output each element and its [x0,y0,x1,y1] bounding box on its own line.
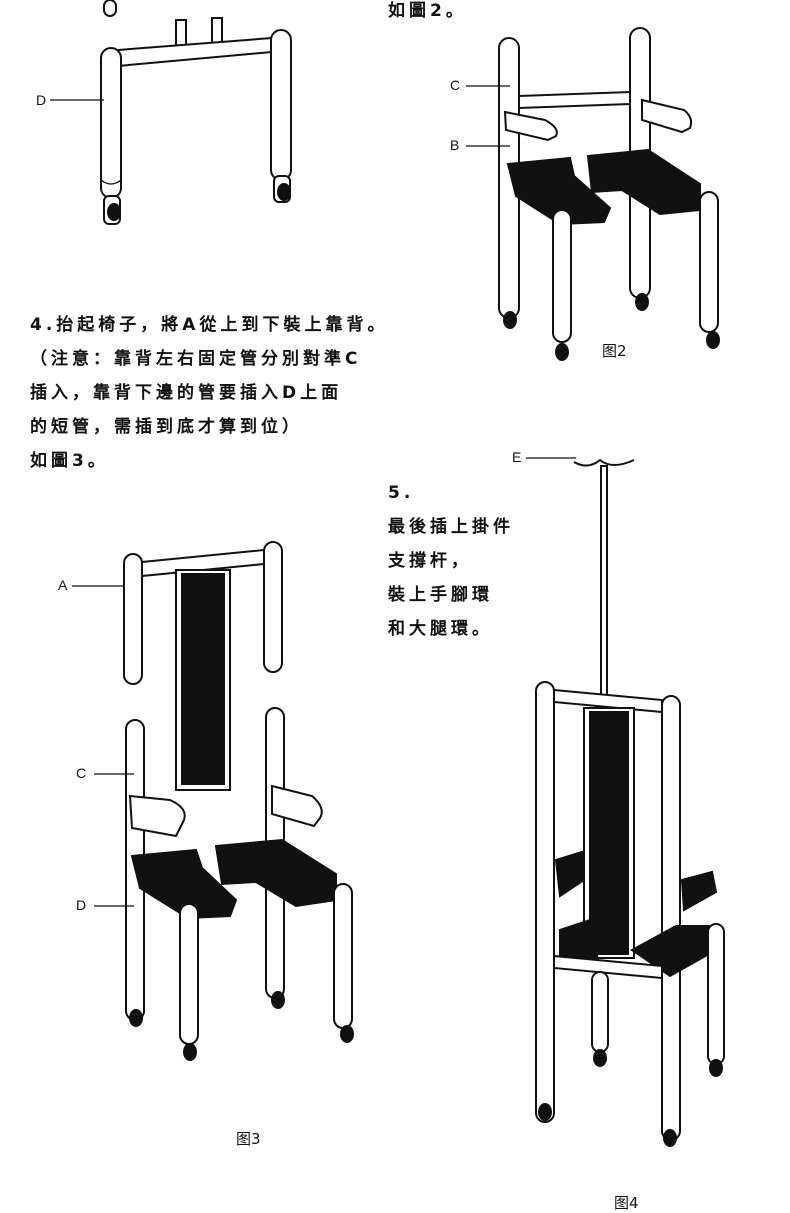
step-4-line: 如圖3。 [30,451,109,471]
figure-4-chair [526,457,725,1147]
part-label-c: C [76,765,87,781]
part-label-e: E [512,449,522,465]
step-5-instructions: 5. 最後插上掛件 支撐杆， 裝上手腳環 和大腿環。 [388,476,514,646]
step-4-line: （注意：靠背左右固定管分別對準C [30,349,362,369]
part-label-a: A [58,577,68,593]
part-label-d: D [36,92,47,108]
figure-3-chair [72,541,354,1061]
step-2-tail-text: 如圖2。 [388,1,467,21]
step-4-line: 的短管，需插到底才算到位） [30,417,303,437]
figure-2-chair [466,27,720,361]
figure-1-frame [50,0,292,225]
step-5-line: 最後插上掛件 [388,517,514,537]
figure-caption-4: 图4 [614,1194,639,1212]
part-label-b: B [450,137,460,153]
figure-caption-2: 图2 [602,342,627,360]
step-4-instructions: 4.抬起椅子，將A從上到下裝上靠背。 （注意：靠背左右固定管分別對準C 插入，靠… [30,308,388,478]
step-5-line: 支撐杆， [388,551,472,571]
step-5-line: 5. [388,483,415,503]
part-label-d: D [76,897,87,913]
step-4-line: 插入，靠背下邊的管要插入D上面 [30,383,343,403]
step-5-line: 裝上手腳環 [388,585,493,605]
figure-caption-3: 图3 [236,1130,261,1148]
step-4-line: 4.抬起椅子，將A從上到下裝上靠背。 [30,315,389,335]
part-label-c: C [450,77,461,93]
step-5-line: 和大腿環。 [388,619,493,639]
